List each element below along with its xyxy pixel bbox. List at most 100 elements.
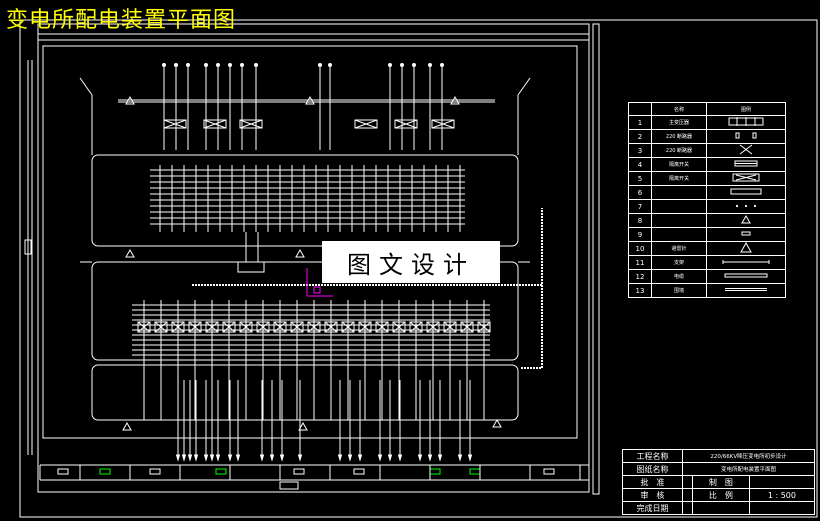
- cable-trench: [192, 208, 543, 369]
- legend-row-name: 220 断路器: [651, 129, 707, 144]
- breaker-box: [163, 119, 187, 129]
- legend-row-name: [651, 227, 707, 242]
- wall-icon: [706, 283, 786, 298]
- small-rect-triangle-icon: [706, 213, 786, 228]
- feeder-arrow: [347, 454, 353, 462]
- legend-row-name: 避雷针: [651, 241, 707, 256]
- legend-row-number: 8: [628, 213, 652, 228]
- legend-row-number: 13: [628, 283, 652, 298]
- lightning-rod: [125, 95, 135, 105]
- line-terminal: [428, 63, 432, 67]
- feeder-arrow: [467, 454, 473, 462]
- feeder-arrow: [187, 454, 193, 462]
- green-ruler-mark: [215, 468, 227, 475]
- line-terminal: [440, 63, 444, 67]
- breaker-box: [431, 119, 455, 129]
- feeder-arrow: [377, 454, 383, 462]
- lightning-rod: [125, 248, 135, 258]
- switch-box-icon: [706, 171, 786, 186]
- line-terminal: [216, 63, 220, 67]
- bottom-ruler-marks: [57, 465, 581, 480]
- line-terminal: [240, 63, 244, 67]
- line-terminal: [328, 63, 332, 67]
- road-loop-bottom: [91, 364, 519, 421]
- date-label: 完成日期: [621, 501, 684, 515]
- legend-row-number: 1: [628, 115, 652, 130]
- scale-value: 1 : 500: [748, 488, 816, 502]
- feeder-arrow: [193, 454, 199, 462]
- lower-66kv-feeders: [122, 300, 502, 462]
- legend-row-number: 10: [628, 241, 652, 256]
- cable-icon: [706, 269, 786, 284]
- feeder-arrow: [175, 454, 181, 462]
- legend-row-number: 6: [628, 185, 652, 200]
- feeder-arrow: [215, 454, 221, 462]
- road-loop-upper: [91, 154, 519, 247]
- breaker-box: [239, 119, 263, 129]
- drawing-name-label: 图纸名称: [621, 462, 684, 476]
- breaker-box: [394, 119, 418, 129]
- feeder-arrow: [209, 454, 215, 462]
- feeder-arrow: [337, 454, 343, 462]
- line-terminal: [254, 63, 258, 67]
- breaker-box: [203, 119, 227, 129]
- legend-row: 9: [628, 227, 786, 242]
- breaker-pair-icon: [706, 129, 786, 144]
- feeder-arrow: [235, 454, 241, 462]
- project-value: 220/66KV降压变电所初步设计: [682, 449, 815, 463]
- legend-row-name: 围墙: [651, 283, 707, 298]
- green-ruler-mark: [99, 468, 111, 475]
- legend-row-name: [651, 199, 707, 214]
- legend-row-number: 11: [628, 255, 652, 270]
- substation-wall: [42, 45, 578, 439]
- line-terminal: [174, 63, 178, 67]
- legend-row-number: 2: [628, 129, 652, 144]
- feeder-arrow: [437, 454, 443, 462]
- legend-row-number: 5: [628, 171, 652, 186]
- green-ruler-mark: [429, 468, 441, 475]
- feeder-arrow: [387, 454, 393, 462]
- cross-icon: [706, 143, 786, 158]
- lightning-rod: [295, 248, 305, 258]
- small-rect-bar-icon: [706, 227, 786, 242]
- legend-row-name: 主变压器: [651, 115, 707, 130]
- ruler-mark: [57, 468, 69, 475]
- review-label: 审 核: [621, 488, 684, 502]
- ruler-mark: [353, 468, 365, 475]
- feeder-arrow: [203, 454, 209, 462]
- scale-label: 比 例: [691, 488, 750, 502]
- legend-row-name: 220 断路器: [651, 143, 707, 158]
- legend-row-name: 隔离开关: [651, 157, 707, 172]
- legend-row-name: [651, 185, 707, 200]
- line-terminal: [388, 63, 392, 67]
- legend-row-name: 隔离开关: [651, 171, 707, 186]
- feeder-arrow: [227, 454, 233, 462]
- legend-row-number: 3: [628, 143, 652, 158]
- lightning-rod: [298, 421, 308, 431]
- legend-row-number: 4: [628, 157, 652, 172]
- legend-row: 8: [628, 213, 786, 228]
- sheet-frame: [19, 19, 818, 518]
- ruler-mark: [293, 468, 305, 475]
- feeder-arrow: [357, 454, 363, 462]
- legend-row: 6: [628, 185, 786, 200]
- ruler-mark: [543, 468, 555, 475]
- line-terminal: [400, 63, 404, 67]
- line-terminal: [204, 63, 208, 67]
- line-terminal: [162, 63, 166, 67]
- feeder-arrow: [397, 454, 403, 462]
- lightning-rod: [305, 95, 315, 105]
- lightning-rod: [492, 418, 502, 428]
- feeder-arrow: [181, 454, 187, 462]
- feeder-arrow: [457, 454, 463, 462]
- drawing-name-value: 变电所配电装置平面图: [682, 462, 815, 476]
- drawing-title: 变电所配电装置平面图: [6, 8, 237, 33]
